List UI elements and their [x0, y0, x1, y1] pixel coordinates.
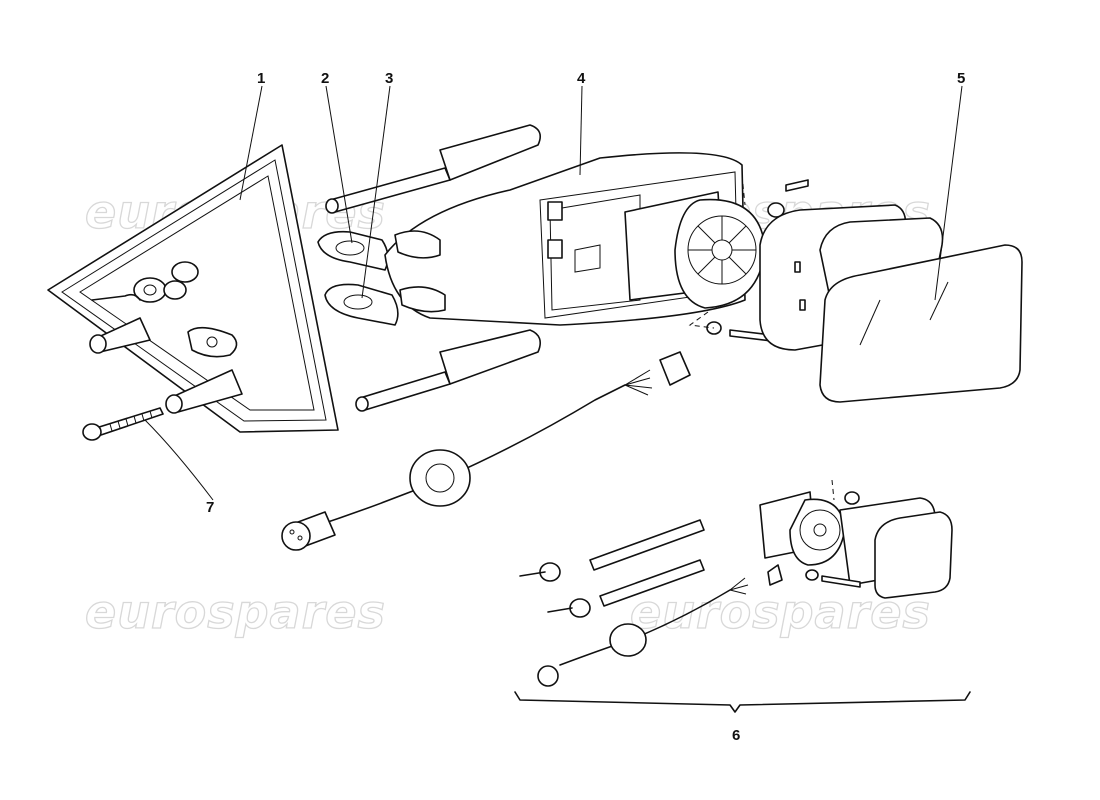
base-plate-part	[47, 144, 339, 433]
screw-part	[82, 407, 164, 441]
part-label-3: 3	[385, 70, 393, 87]
grommet-parts	[317, 230, 399, 326]
watermark-bottom-left: eurospares	[85, 585, 386, 639]
part-label-6: 6	[732, 727, 740, 744]
part-label-5: 5	[957, 70, 965, 87]
part-label-7: 7	[206, 499, 214, 516]
mirror-glass-part	[819, 244, 1023, 403]
part-label-2: 2	[321, 70, 329, 87]
leader-lines	[144, 85, 971, 713]
complete-assembly-part	[519, 479, 953, 687]
threaded-rods	[325, 124, 541, 412]
part-label-4: 4	[577, 70, 586, 87]
motor-assembly	[624, 174, 809, 343]
wiring-harness	[281, 351, 691, 551]
part-label-1: 1	[257, 70, 265, 87]
part-labels: 1 2 3 4 5 6 7	[206, 70, 965, 744]
